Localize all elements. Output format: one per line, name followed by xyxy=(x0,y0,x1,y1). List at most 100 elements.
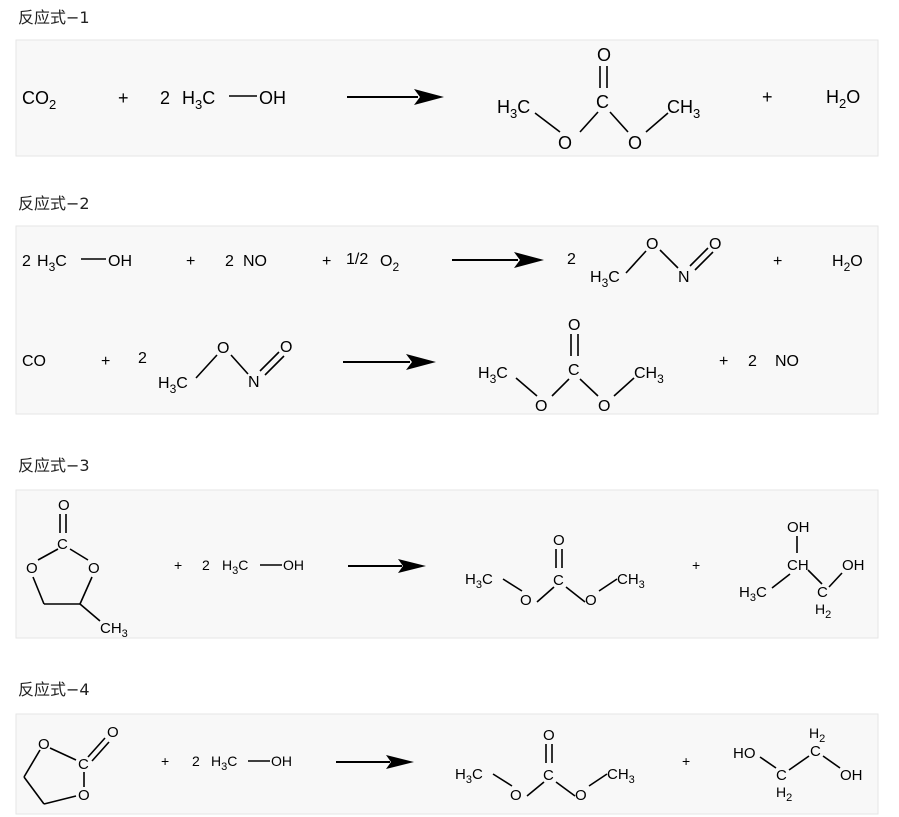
atom-n: N xyxy=(248,374,260,391)
bond xyxy=(659,249,679,269)
reaction-arrow-head xyxy=(398,559,426,573)
atom-c: C xyxy=(776,767,787,784)
bond xyxy=(43,795,77,805)
atom-o: O xyxy=(628,133,642,153)
methyl-h3c: H3C xyxy=(739,584,767,604)
coefficient: 2 xyxy=(225,253,234,270)
methyl-h3c: H3C xyxy=(478,365,508,386)
header-reaction-1: 反应式−1 xyxy=(18,8,90,27)
methyl-ch3: CH3 xyxy=(617,571,645,591)
atom-o: O xyxy=(709,236,721,253)
oxygen-formula: O2 xyxy=(380,253,399,274)
plus-sign: + xyxy=(101,353,110,370)
bond xyxy=(588,773,608,787)
bond xyxy=(613,377,635,397)
bond xyxy=(807,569,823,585)
plus-sign: + xyxy=(322,253,331,270)
water-formula: H2O xyxy=(826,87,860,111)
atom-o: O xyxy=(597,45,611,65)
atom-o: O xyxy=(107,724,119,741)
bond xyxy=(536,586,555,603)
bond xyxy=(822,755,841,769)
reaction-arrow-head xyxy=(386,755,414,769)
bond xyxy=(551,378,570,397)
propylene-carbonate: O C O O CH3 xyxy=(26,497,128,640)
plus-sign: + xyxy=(161,753,169,769)
hydroxyl-ho: HO xyxy=(733,745,756,762)
reaction-3: O C O O CH3 + 2 H3C OH O C O xyxy=(26,497,865,640)
nitric-oxide: NO xyxy=(775,353,799,370)
reaction-1-panel xyxy=(15,39,879,157)
atom-o: O xyxy=(58,497,70,514)
bond xyxy=(771,573,791,589)
reaction-arrow-head xyxy=(406,354,436,370)
bond xyxy=(69,548,89,561)
bond xyxy=(759,756,777,769)
bond xyxy=(23,749,41,778)
methanol-h3c: H3C xyxy=(182,88,215,112)
atom-c: C xyxy=(78,756,89,773)
reaction-3-panel xyxy=(15,489,879,639)
methanol-h3c: H3C xyxy=(37,253,67,274)
bond xyxy=(598,578,618,592)
plus-sign: + xyxy=(773,253,782,270)
coefficient: 2 xyxy=(160,88,170,108)
reaction-arrow-head xyxy=(414,89,444,105)
atom-c: C xyxy=(543,767,554,784)
coefficient: 2 xyxy=(748,353,757,370)
bond xyxy=(87,737,106,758)
coefficient-half: 1/2 xyxy=(346,251,368,268)
header-reaction-2: 反应式−2 xyxy=(18,194,90,213)
methanol-oh: OH xyxy=(271,753,292,769)
bond xyxy=(49,747,77,761)
bond xyxy=(828,572,843,588)
hydroxyl-oh: OH xyxy=(840,767,863,784)
bond xyxy=(23,776,45,805)
water-formula: H2O xyxy=(832,253,863,274)
atom-o: O xyxy=(558,133,572,153)
atom-o: O xyxy=(26,560,38,577)
reaction-4-panel xyxy=(15,713,879,815)
atom-o: O xyxy=(88,560,100,577)
bond xyxy=(79,603,101,622)
methyl-h3c: H3C xyxy=(465,571,493,591)
methyl-h3c: H3C xyxy=(590,269,620,290)
bond xyxy=(555,781,576,797)
methanol-oh: OH xyxy=(283,557,304,573)
atom-o: O xyxy=(598,398,610,415)
atom-c: C xyxy=(810,743,821,760)
bond xyxy=(259,351,280,372)
bond xyxy=(492,773,513,787)
dimethyl-carbonate: O C O O H3C CH3 xyxy=(465,532,645,609)
atom-o: O xyxy=(646,236,658,253)
hydroxyl-oh: OH xyxy=(787,519,810,536)
atom-o: O xyxy=(38,736,50,753)
coefficient: 2 xyxy=(567,251,576,268)
carbon-monoxide: CO xyxy=(22,353,46,370)
dimethyl-carbonate: O C O O H3C CH3 xyxy=(497,45,700,153)
header-reaction-3: 反应式−3 xyxy=(18,456,90,475)
atom-o: O xyxy=(520,592,532,609)
coefficient: 2 xyxy=(202,557,210,573)
bond xyxy=(534,112,561,133)
dimethyl-carbonate: O C O O H3C CH3 xyxy=(455,727,635,804)
methanol-oh: OH xyxy=(259,88,286,108)
bond xyxy=(515,377,538,397)
bond xyxy=(230,354,249,375)
atom-o: O xyxy=(510,787,522,804)
bond xyxy=(79,576,93,605)
atom-o: O xyxy=(217,340,229,357)
bond xyxy=(645,112,669,133)
ethylene-carbonate: O C O O xyxy=(23,724,119,805)
atom-c: C xyxy=(57,536,68,553)
coefficient: 2 xyxy=(138,350,147,367)
bond xyxy=(579,111,599,133)
methyl-nitrite: H3C O N O xyxy=(590,236,721,290)
plus-sign: + xyxy=(186,253,195,270)
dimethyl-carbonate: O C O O H3C CH3 xyxy=(478,317,664,415)
co2-formula: CO2 xyxy=(22,88,56,112)
plus-sign: + xyxy=(692,557,700,573)
plus-sign: + xyxy=(682,753,690,769)
atom-o: O xyxy=(553,532,565,549)
